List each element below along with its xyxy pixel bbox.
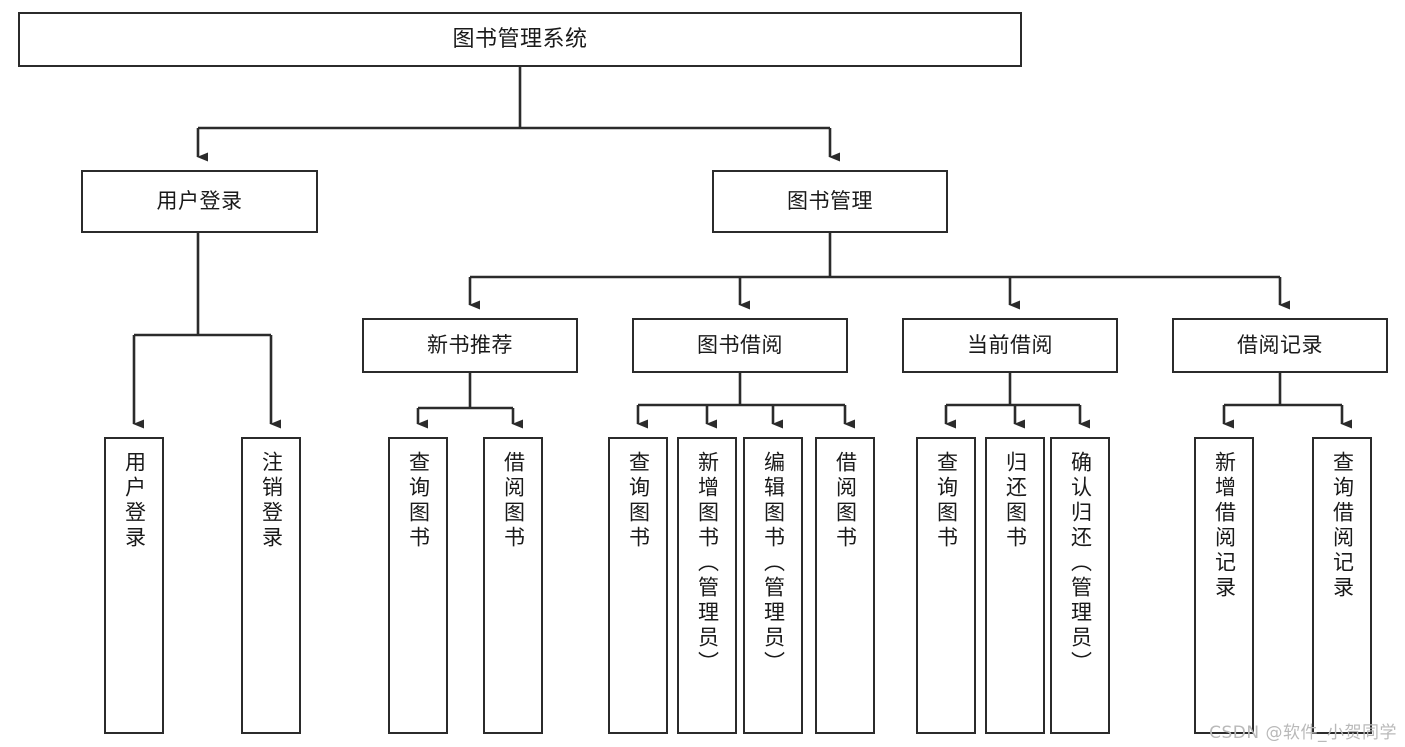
leaf-query-books-recommend[interactable]: 查询图书 (388, 437, 448, 734)
node-label: 新增借阅记录 (1212, 451, 1237, 601)
node-new-book-recommend[interactable]: 新书推荐 (362, 318, 578, 373)
node-label: 借阅记录 (1237, 333, 1323, 358)
leaf-query-books-current[interactable]: 查询图书 (916, 437, 976, 734)
node-label: 图书管理 (787, 189, 873, 214)
leaf-return-book[interactable]: 归还图书 (985, 437, 1045, 734)
node-label: 图书管理系统 (452, 26, 588, 52)
node-root[interactable]: 图书管理系统 (18, 12, 1022, 67)
node-user-login[interactable]: 用户登录 (81, 170, 318, 233)
node-label: 查询借阅记录 (1330, 451, 1355, 601)
node-label: 确认归还（管理员） (1068, 451, 1093, 676)
leaf-query-books-borrow[interactable]: 查询图书 (608, 437, 668, 734)
node-label: 当前借阅 (967, 333, 1053, 358)
node-label: 查询图书 (626, 451, 651, 551)
leaf-logout[interactable]: 注销登录 (241, 437, 301, 734)
leaf-user-login[interactable]: 用户登录 (104, 437, 164, 734)
node-current-borrow[interactable]: 当前借阅 (902, 318, 1118, 373)
node-label: 查询图书 (406, 451, 431, 551)
leaf-confirm-return-admin[interactable]: 确认归还（管理员） (1050, 437, 1110, 734)
leaf-edit-book-admin[interactable]: 编辑图书（管理员） (743, 437, 803, 734)
leaf-add-borrow-record[interactable]: 新增借阅记录 (1194, 437, 1254, 734)
node-label: 图书借阅 (697, 333, 783, 358)
leaf-query-borrow-record[interactable]: 查询借阅记录 (1312, 437, 1372, 734)
node-label: 借阅图书 (501, 451, 526, 551)
node-label: 归还图书 (1003, 451, 1028, 551)
node-label: 用户登录 (156, 189, 243, 214)
node-label: 编辑图书（管理员） (761, 451, 786, 676)
node-label: 用户登录 (122, 451, 147, 551)
node-label: 查询图书 (934, 451, 959, 551)
leaf-borrow-book[interactable]: 借阅图书 (815, 437, 875, 734)
node-label: 借阅图书 (833, 451, 858, 551)
node-book-borrow[interactable]: 图书借阅 (632, 318, 848, 373)
node-book-management[interactable]: 图书管理 (712, 170, 948, 233)
node-label: 新增图书（管理员） (695, 451, 720, 676)
leaf-borrow-books-recommend[interactable]: 借阅图书 (483, 437, 543, 734)
leaf-add-book-admin[interactable]: 新增图书（管理员） (677, 437, 737, 734)
node-borrow-records[interactable]: 借阅记录 (1172, 318, 1388, 373)
watermark: CSDN @软件_小贺同学 (1209, 723, 1397, 743)
node-label: 注销登录 (259, 451, 284, 551)
node-label: 新书推荐 (427, 333, 513, 358)
